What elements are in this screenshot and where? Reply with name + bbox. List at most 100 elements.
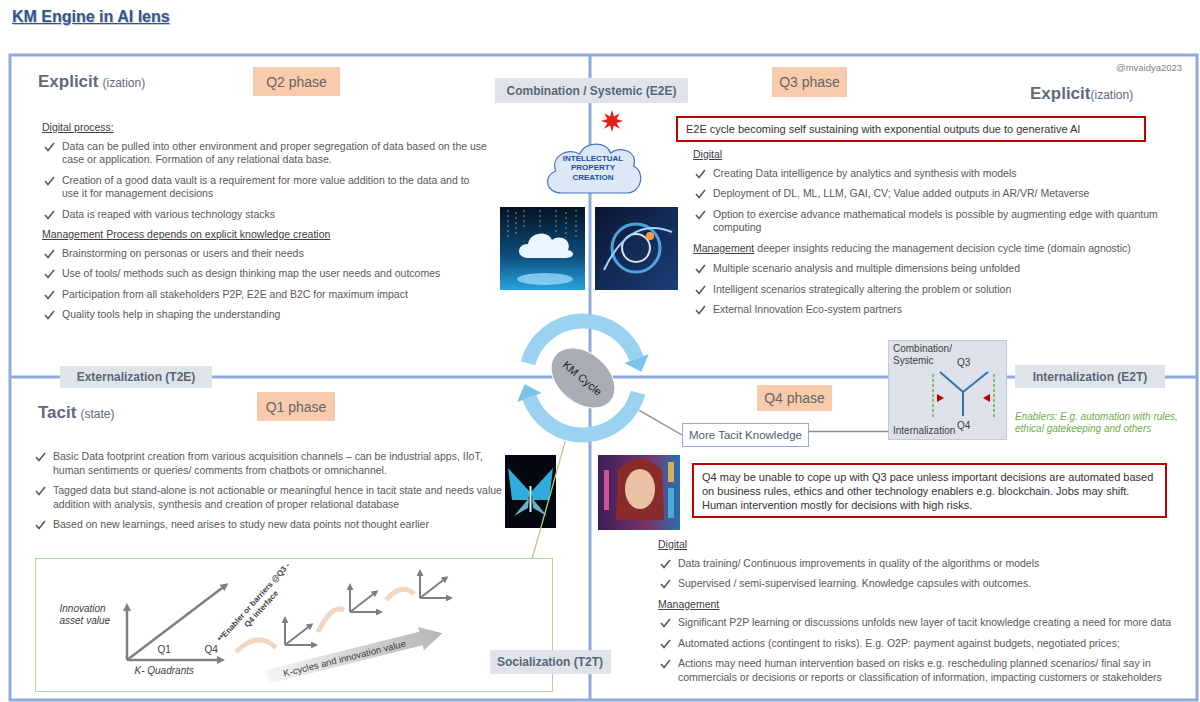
check-stroke — [36, 521, 45, 529]
inset-ground — [888, 340, 1007, 440]
bullet-text: External Innovation Eco-system partners — [713, 303, 902, 315]
bullet-text: Creating Data intelligence by analytics … — [713, 167, 1017, 179]
pixel-strip — [668, 488, 674, 518]
bullet-text: Intelligent scenarios strategically alte… — [713, 283, 1011, 295]
robot-face-image — [598, 455, 680, 530]
image-ground — [500, 207, 585, 290]
inline-label: Q4 — [205, 644, 218, 656]
inset-diagram: Combination/ SystemicQ3Q4Internalization — [888, 340, 1007, 440]
bullet-item: Tagged data but stand-alone is not actio… — [33, 484, 505, 511]
check-stroke — [661, 619, 670, 627]
check-stroke — [36, 453, 45, 461]
check-mark — [44, 142, 55, 152]
check-stroke — [36, 487, 45, 495]
check-mark — [660, 659, 671, 669]
text-column: DigitalData training/ Continuous improve… — [658, 538, 1188, 691]
phase-tag: Q3 phase — [772, 67, 847, 97]
inline-label: Combination/ Systemic — [893, 343, 955, 367]
axis — [420, 597, 450, 599]
text-anchor: Q4 — [957, 420, 970, 432]
callout-box: E2E cycle becoming self sustaining with … — [676, 116, 1146, 142]
text-column: Basic Data footprint creation from vario… — [33, 450, 505, 539]
bullet-text: Significant P2P learning or discussions … — [678, 616, 1171, 628]
section-heading: Digital — [658, 538, 687, 550]
bullet-text: Multiple scenario analysis and multiple … — [713, 262, 1020, 274]
check-stroke — [661, 660, 670, 668]
node-text: Internalization (E2T) — [1033, 370, 1148, 384]
bullet-item: Quality tools help in shaping the unders… — [42, 308, 487, 322]
bullet-text: Option to exercise advance mathematical … — [713, 208, 1158, 234]
note-label: Enablers: E.g. automation with rules, et… — [1015, 411, 1190, 435]
node-text: Q3 phase — [779, 74, 840, 90]
text-column: Digital process: Data can be pulled into … — [42, 121, 487, 329]
bullet-item: Option to exercise advance mathematical … — [693, 208, 1178, 235]
axis — [419, 572, 421, 598]
node-text: INTELLECTUAL PROPERTY CREATION — [556, 154, 630, 183]
hand-glow — [517, 273, 573, 285]
image-ground — [595, 207, 678, 290]
cycle-curve — [386, 589, 414, 600]
section-heading: Management Process depends on explicit k… — [42, 228, 330, 240]
bullet-item: Based on new learnings, need arises to s… — [33, 518, 505, 532]
transition-band: Internalization (E2T) — [1015, 365, 1165, 388]
cycle-arrowhead — [517, 384, 541, 402]
bullet-text: Based on new learnings, need arises to s… — [53, 518, 429, 530]
km-cycle: KM Cycle — [513, 308, 653, 448]
callout-box: Q4 may be unable to cope up with Q3 pace… — [692, 463, 1167, 518]
check-mark — [695, 305, 706, 315]
inline-label: K- Quadrants — [135, 665, 194, 677]
inline-label: Q1 — [158, 644, 171, 656]
dashed-guide — [932, 374, 934, 418]
node-text: Q4 phase — [764, 390, 825, 406]
text-anchor: **Enabler or barriers @Q3 -Q4 interface — [215, 560, 299, 651]
check-stroke — [661, 580, 670, 588]
text-anchor: Combination/ Systemic — [893, 343, 955, 367]
bullet-text: Data can be pulled into other environmen… — [62, 140, 487, 166]
phase-tag: Q2 phase — [253, 67, 340, 96]
bullet-text: Participation from all stakeholders P2P,… — [62, 288, 408, 300]
connector-line — [639, 410, 682, 435]
check-mark — [660, 579, 671, 589]
check-mark — [35, 452, 46, 462]
check-stroke — [696, 306, 705, 314]
node-text: Q4 may be unable to cope up with Q3 pace… — [702, 470, 1157, 512]
arrow-shape — [264, 621, 444, 688]
check-mark — [44, 269, 55, 279]
node-text: K-cycles and innovation value — [282, 637, 407, 678]
bullet-item: Automated actions (contingent to risks).… — [658, 637, 1188, 651]
bullet-item: Actions may need human intervention base… — [658, 657, 1188, 684]
section-heading: Digital process: — [42, 121, 114, 133]
text-column: DigitalCreating Data intelligence by ana… — [693, 148, 1178, 324]
inline-label: Q4 — [957, 420, 970, 432]
cycle-arrowhead — [624, 354, 648, 372]
text-anchor: Q1 — [158, 644, 171, 656]
butterfly-image — [505, 455, 556, 528]
bullet-text: Deployment of DL, ML, LLM, GAI, CV; Valu… — [713, 187, 1089, 199]
quadrant-panel: Explicit(ization)Digital process:Data ca… — [10, 55, 590, 377]
wing — [514, 498, 529, 516]
inline-label: Q3 — [957, 357, 970, 369]
section-heading-row: Digital — [693, 148, 1178, 162]
node-text: More Tacit Knowledge — [689, 429, 802, 441]
dashed-guide — [993, 374, 995, 418]
bullet-text: Tagged data but stand-alone is not actio… — [53, 484, 502, 510]
pointer-triangle — [937, 394, 944, 402]
text-anchor: K- Quadrants — [135, 665, 194, 677]
check-stroke — [45, 250, 54, 258]
quadrant-frame — [10, 55, 1197, 700]
ip-cloud: INTELLECTUAL PROPERTY CREATION — [541, 138, 645, 198]
node-text: Q1 phase — [266, 399, 327, 415]
bullet-text: Supervised / semi-supervised learning. K… — [678, 577, 1031, 589]
bullet-text: Creation of a good data vault is a requi… — [62, 174, 469, 200]
bullet-item: Basic Data footprint creation from vario… — [33, 450, 505, 477]
bullet-item: Multiple scenario analysis and multiple … — [693, 262, 1178, 276]
bullet-item: Data is reaped with various technology s… — [42, 208, 487, 222]
bullet-item: Data can be pulled into other environmen… — [42, 140, 487, 167]
bullet-text: Basic Data footprint creation from vario… — [53, 450, 483, 476]
quadrant-heading-suffix: (ization) — [1090, 88, 1133, 102]
axis — [349, 586, 351, 612]
axis — [127, 659, 222, 662]
section-heading-rest: deeper insights reducing the management … — [757, 242, 1131, 254]
section-heading: Management — [658, 598, 719, 610]
section-heading-row: Digital process: — [42, 121, 487, 135]
